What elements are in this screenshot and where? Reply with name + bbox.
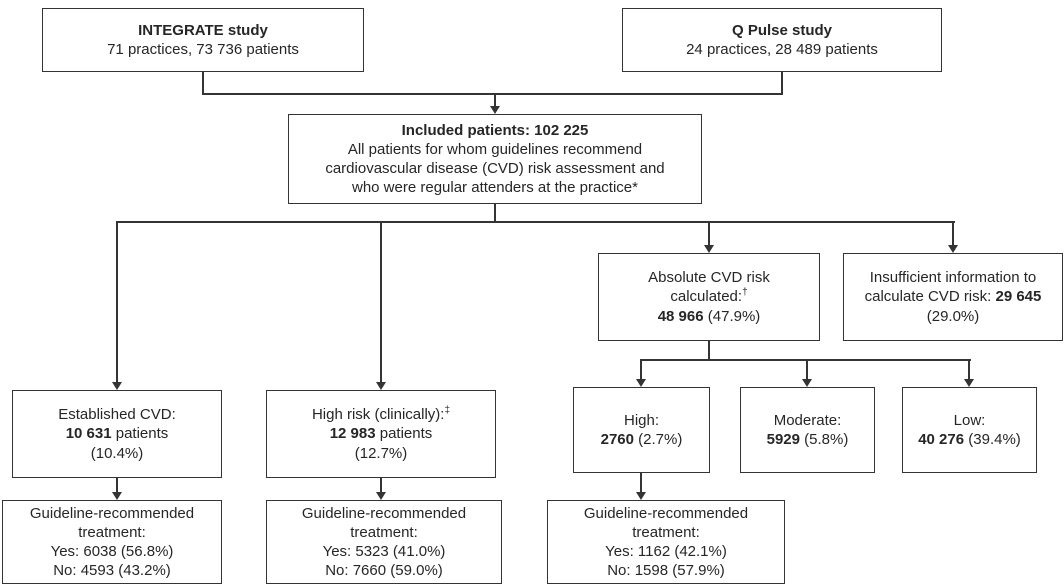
connector-top-join	[202, 93, 783, 95]
treatment-risk-high-title: Guideline-recommended treatment:	[583, 504, 749, 541]
connector-main-branch	[117, 221, 955, 223]
absolute-risk-line1: Absolute CVD risk	[648, 269, 770, 287]
absolute-risk-line2: calculated:†	[670, 287, 748, 306]
treatment-established-yes: Yes: 6038 (56.8%)	[50, 543, 174, 560]
risk-high-value: 2760 (2.7%)	[600, 431, 683, 448]
double-dagger-symbol: ‡	[444, 405, 451, 417]
insufficient-value: calculate CVD risk: 29 645	[864, 288, 1042, 306]
connector-drop-insufficient	[952, 221, 954, 245]
integrate-study-title: INTEGRATE study	[138, 21, 268, 39]
arrowhead-treatment-high	[636, 492, 646, 500]
arrowhead-highrisk	[376, 382, 386, 390]
box-established-cvd: Established CVD: 10 631 patients (10.4%)	[12, 390, 222, 478]
risk-moderate-title: Moderate:	[773, 411, 842, 429]
risk-moderate-value: 5929 (5.8%)	[766, 431, 849, 448]
highrisk-value: 12 983 patients	[329, 425, 433, 443]
connector-drop-absolute	[708, 221, 710, 245]
connector-included-stub	[494, 204, 496, 223]
arrowhead-treatment-established	[112, 492, 122, 500]
risk-low-title: Low:	[953, 411, 986, 429]
arrowhead-treatment-highrisk	[376, 492, 386, 500]
qpulse-study-title: Q Pulse study	[731, 21, 833, 39]
box-risk-low: Low: 40 276 (39.4%)	[902, 387, 1037, 473]
established-title: Established CVD:	[58, 406, 176, 424]
established-pct: (10.4%)	[90, 444, 144, 462]
treatment-risk-high-yes: Yes: 1162 (42.1%)	[605, 543, 727, 560]
treatment-established-no: No: 4593 (43.2%)	[53, 562, 171, 580]
treatment-high-clinical-yes: Yes: 5323 (41.0%)	[322, 543, 446, 560]
risk-high-title: High:	[623, 411, 660, 429]
arrowhead-moderate	[802, 379, 812, 387]
included-patients-title: Included patients: 102 225	[401, 121, 589, 139]
highrisk-title: High risk (clinically):‡	[311, 405, 451, 424]
box-integrate-study: INTEGRATE study 71 practices, 73 736 pat…	[42, 8, 364, 72]
dagger-symbol: †	[742, 287, 748, 299]
box-insufficient-information: Insufficient information to calculate CV…	[843, 253, 1063, 341]
arrowhead-established	[112, 382, 122, 390]
box-treatment-high-clinical: Guideline-recommended treatment: Yes: 53…	[266, 500, 502, 584]
box-treatment-established: Guideline-recommended treatment: Yes: 60…	[2, 500, 222, 584]
risk-low-value: 40 276 (39.4%)	[918, 431, 1021, 448]
established-value: 10 631 patients	[65, 425, 169, 443]
box-absolute-cvd-risk: Absolute CVD risk calculated:† 48 966 (4…	[598, 253, 820, 341]
connector-drop-high	[640, 359, 642, 379]
insufficient-pct: (29.0%)	[926, 307, 980, 325]
connector-drop-moderate	[806, 359, 808, 379]
highrisk-pct: (12.7%)	[354, 444, 408, 462]
qpulse-study-counts: 24 practices, 28 489 patients	[686, 41, 878, 58]
box-treatment-risk-high: Guideline-recommended treatment: Yes: 11…	[547, 500, 785, 584]
box-qpulse-study: Q Pulse study 24 practices, 28 489 patie…	[622, 8, 942, 72]
connector-drop-established	[116, 221, 118, 382]
connector-highrisk-treatment	[380, 478, 382, 492]
treatment-high-clinical-title: Guideline-recommended treatment:	[301, 504, 467, 541]
arrowhead-included	[490, 106, 500, 114]
insufficient-line1: Insufficient information to	[869, 269, 1037, 287]
treatment-high-clinical-no: No: 7660 (59.0%)	[325, 562, 443, 580]
box-risk-moderate: Moderate: 5929 (5.8%)	[740, 387, 875, 473]
box-high-risk-clinically: High risk (clinically):‡ 12 983 patients…	[266, 390, 496, 478]
integrate-study-counts: 71 practices, 73 736 patients	[107, 41, 299, 58]
connector-integrate-stub	[202, 72, 204, 93]
connector-absolute-stub	[708, 341, 710, 361]
arrowhead-low	[964, 379, 974, 387]
connector-drop-low	[968, 359, 970, 379]
connector-qpulse-stub	[781, 72, 783, 93]
arrowhead-absolute	[704, 245, 714, 253]
absolute-risk-value: 48 966 (47.9%)	[657, 307, 761, 325]
box-risk-high: High: 2760 (2.7%)	[573, 387, 710, 473]
arrowhead-insufficient	[948, 245, 958, 253]
included-patients-description: All patients for whom guidelines recomme…	[325, 140, 665, 197]
arrowhead-high	[636, 379, 646, 387]
connector-established-treatment	[116, 478, 118, 492]
box-included-patients: Included patients: 102 225 All patients …	[288, 114, 702, 204]
connector-drop-highrisk	[380, 221, 382, 382]
connector-high-treatment	[640, 473, 642, 492]
treatment-risk-high-no: No: 1598 (57.9%)	[607, 562, 725, 580]
connector-drop-included	[494, 93, 496, 106]
treatment-established-title: Guideline-recommended treatment:	[29, 504, 195, 541]
